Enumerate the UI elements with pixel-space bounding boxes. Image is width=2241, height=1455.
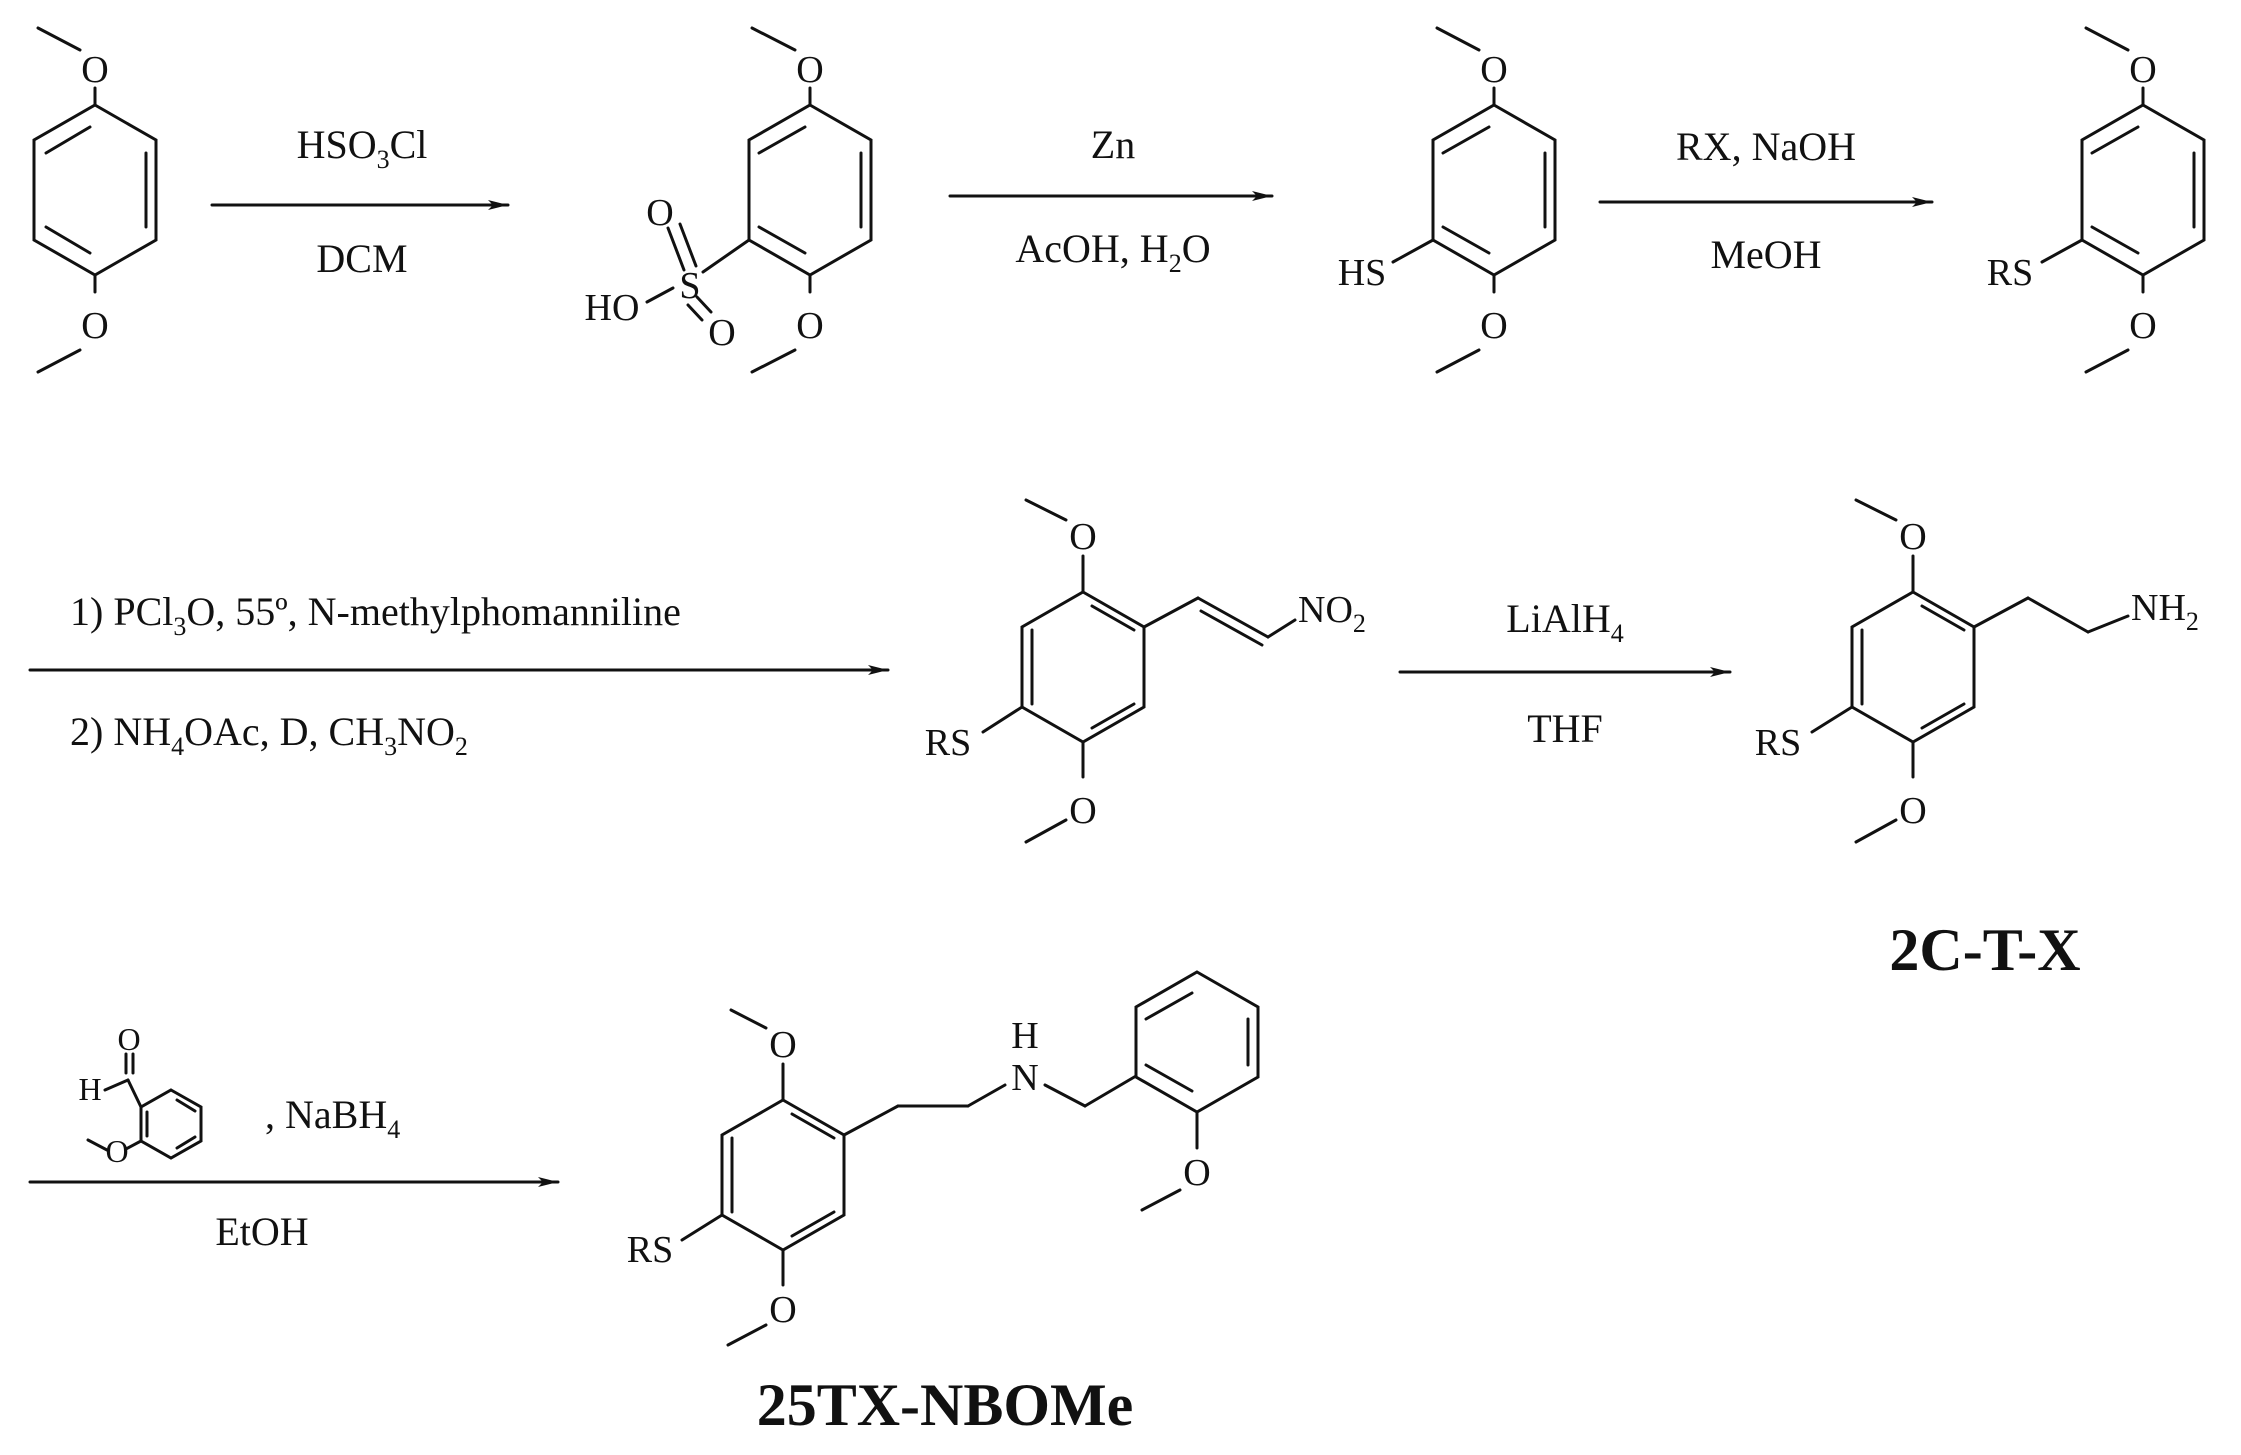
- molecule-25tx-nbome: O O RS H N O: [627, 970, 1260, 1347]
- reagent-3-above: RX, NaOH: [1676, 124, 1856, 169]
- molecule-thioether: O O RS: [1987, 26, 2206, 374]
- atom-ho: HO: [585, 287, 640, 329]
- molecule-thiophenol: O O HS: [1338, 26, 1557, 374]
- compound-label-25tx-nbome: 25TX-NBOMe: [757, 1372, 1134, 1438]
- atom-rs: RS: [1987, 252, 2033, 294]
- atom-rs: RS: [627, 1229, 673, 1271]
- atom-s: S: [679, 265, 700, 307]
- reagent-1-below: DCM: [316, 236, 407, 281]
- reagent-4-above: 1) PCl3O, 55º, N-methylphomanniline: [70, 589, 681, 641]
- atom-o-top: O: [796, 49, 823, 91]
- molecule-nitrostyrene: O O RS NO2: [925, 498, 1366, 844]
- reaction-arrow-2: Zn AcOH, H2O: [948, 122, 1274, 278]
- reagent-2-below: AcOH, H2O: [1015, 226, 1210, 278]
- atom-o-top: O: [1899, 516, 1926, 558]
- atom-o-benzyl: O: [1183, 1152, 1210, 1194]
- molecule-sulfonic-acid: O O S O O HO: [585, 26, 873, 374]
- atom-nh2: NH2: [2131, 587, 2199, 636]
- reaction-arrow-1: HSO3Cl DCM: [210, 122, 510, 281]
- atom-h-amine: H: [1011, 1015, 1038, 1057]
- molecule-methoxybenzaldehyde: O H O: [78, 1021, 203, 1169]
- atom-o-sulfonyl-bottom: O: [708, 312, 735, 354]
- atom-no2: NO2: [1298, 589, 1366, 638]
- atom-rs: RS: [925, 722, 971, 764]
- atom-o-methoxy: O: [105, 1133, 128, 1169]
- atom-o-top: O: [1069, 516, 1096, 558]
- reagent-6-above: , NaBH4: [265, 1092, 400, 1144]
- molecule-dimethoxybenzene: O O: [32, 26, 158, 374]
- atom-o-bottom: O: [2129, 305, 2156, 347]
- reagent-6-below: EtOH: [215, 1209, 308, 1254]
- reaction-arrow-3: RX, NaOH MeOH: [1598, 124, 1934, 277]
- atom-o-bottom: O: [796, 305, 823, 347]
- atom-o-top: O: [1480, 49, 1507, 91]
- reagent-3-below: MeOH: [1710, 232, 1821, 277]
- reaction-arrow-4: 1) PCl3O, 55º, N-methylphomanniline 2) N…: [28, 589, 890, 761]
- atom-o-top: O: [2129, 49, 2156, 91]
- atom-o-sulfonyl-top: O: [646, 192, 673, 234]
- reagent-5-below: THF: [1527, 706, 1603, 751]
- molecule-2c-t-x: O O RS NH2: [1755, 498, 2199, 844]
- reaction-arrow-6: O H O , NaBH4 EtOH: [28, 1021, 560, 1254]
- reagent-1-above: HSO3Cl: [297, 122, 428, 174]
- atom-o-top: O: [81, 49, 108, 91]
- atom-hs: HS: [1338, 252, 1387, 294]
- atom-o-top: O: [769, 1024, 796, 1066]
- atom-o-aldehyde: O: [117, 1021, 140, 1057]
- atom-o-bottom: O: [769, 1289, 796, 1331]
- reaction-arrow-5: LiAlH4 THF: [1398, 596, 1732, 751]
- atom-o-bottom: O: [1069, 790, 1096, 832]
- atom-rs: RS: [1755, 722, 1801, 764]
- reagent-4-below: 2) NH4OAc, D, CH3NO2: [70, 709, 468, 761]
- compound-label-2c-t-x: 2C-T-X: [1889, 917, 2080, 983]
- atom-o-bottom: O: [1480, 305, 1507, 347]
- reagent-5-above: LiAlH4: [1506, 596, 1623, 648]
- atom-o-bottom: O: [81, 305, 108, 347]
- atom-n-amine: N: [1011, 1057, 1038, 1099]
- atom-o-bottom: O: [1899, 790, 1926, 832]
- atom-h-aldehyde: H: [78, 1071, 101, 1107]
- reagent-2-above: Zn: [1091, 122, 1135, 167]
